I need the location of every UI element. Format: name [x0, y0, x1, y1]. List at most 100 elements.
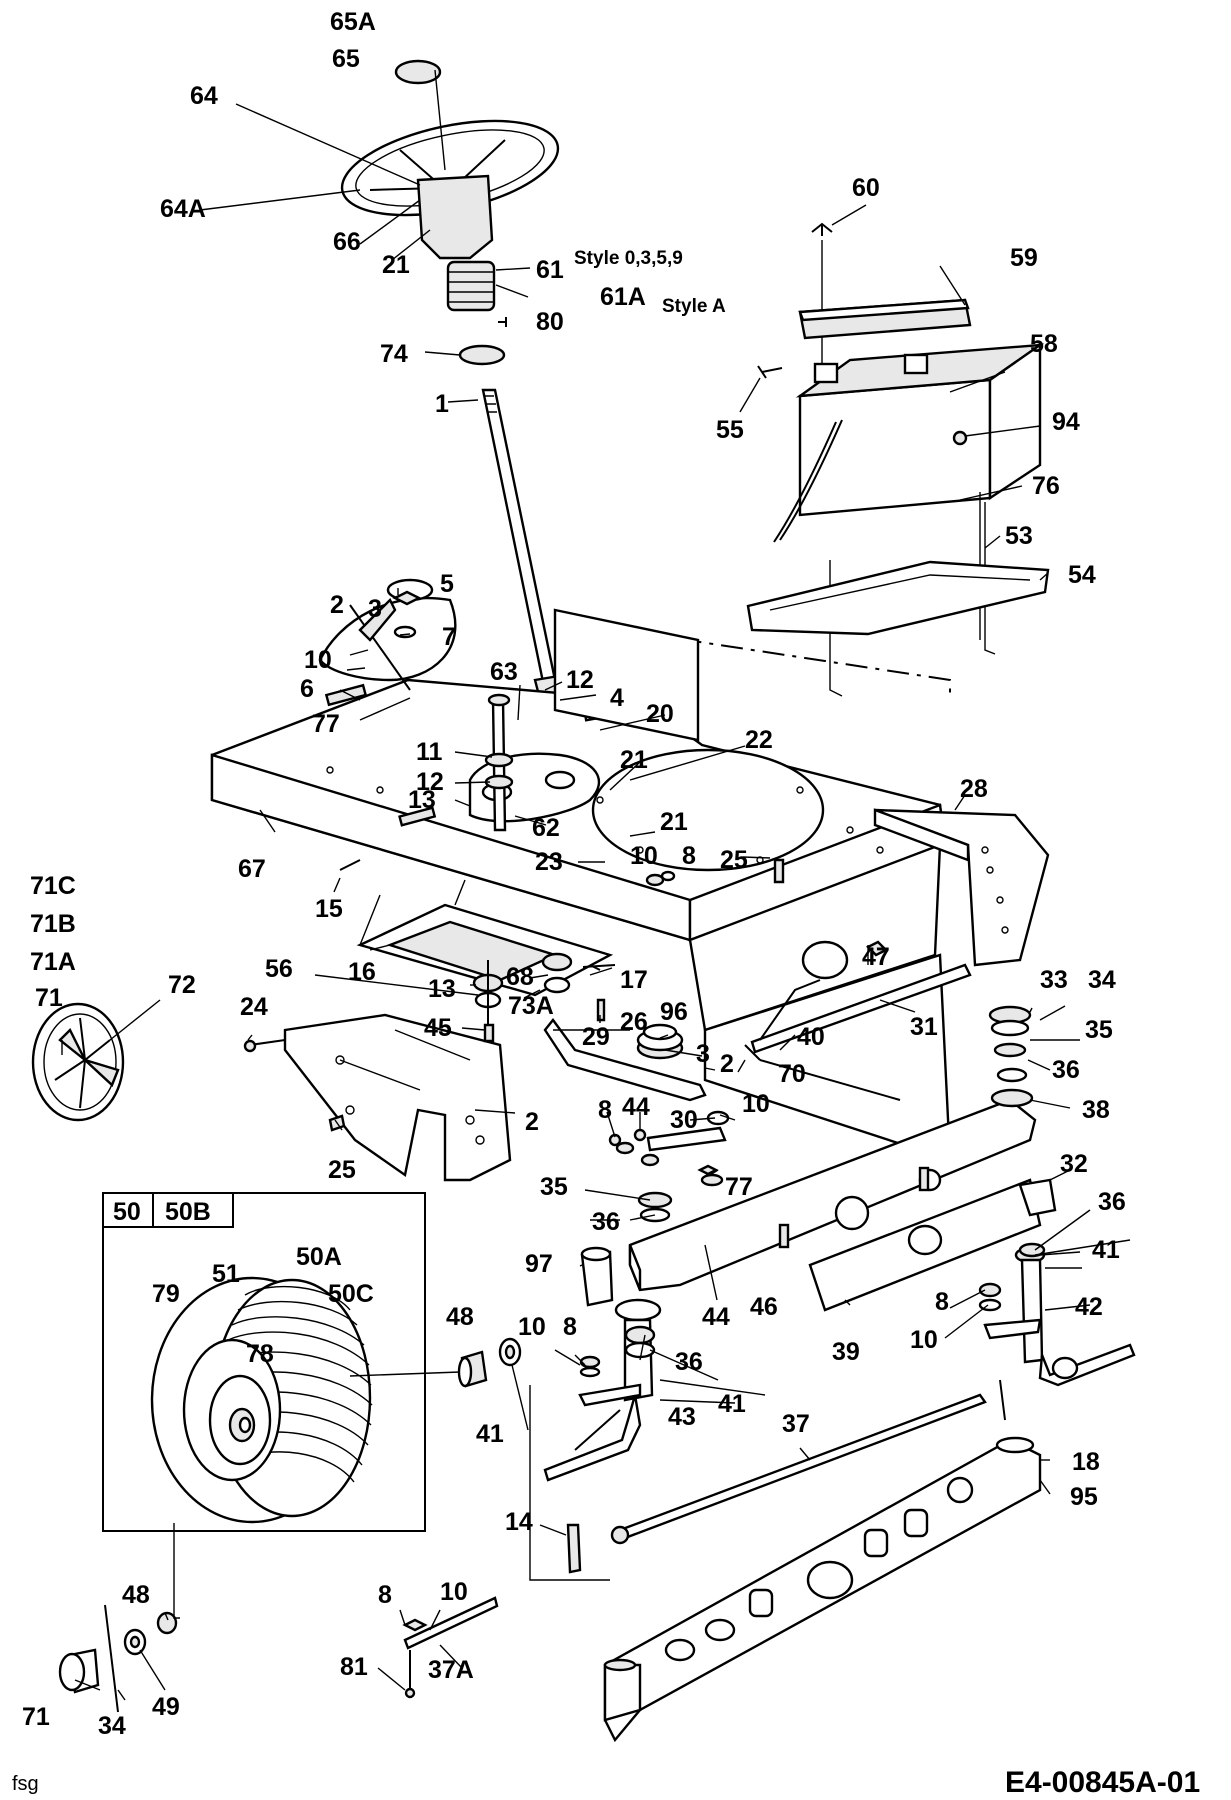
callout-13-upper: 13	[408, 786, 436, 814]
callout-76: 76	[1032, 472, 1060, 500]
right-spindle	[978, 1246, 1136, 1387]
callout-71-hubcap: 71	[35, 984, 63, 1012]
battery-assembly	[554, 222, 1050, 700]
callout-71B: 71B	[30, 910, 76, 938]
steering-wheel-assembly	[340, 59, 574, 732]
callout-44-lower: 44	[702, 1303, 730, 1331]
callout-34-upper: 34	[1088, 966, 1116, 994]
bracket-28	[873, 808, 1050, 967]
callout-3-upper: 3	[368, 595, 382, 623]
callout-25-lower: 25	[328, 1156, 356, 1184]
tie-rod-end-detail	[402, 1596, 499, 1699]
callout-30: 30	[670, 1106, 698, 1134]
callout-18: 18	[1072, 1448, 1100, 1476]
frame-lower-body	[703, 953, 972, 1162]
callout-35-upper: 35	[1085, 1016, 1113, 1044]
steering-sector-plate	[318, 578, 457, 691]
steering-adapter	[446, 260, 496, 312]
style-note-2: Style A	[662, 296, 726, 317]
callout-28: 28	[960, 775, 988, 803]
callout-61A: 61A	[600, 283, 646, 311]
callout-36-upper: 36	[1052, 1056, 1080, 1084]
callout-31: 31	[910, 1013, 938, 1041]
callout-55: 55	[716, 416, 744, 444]
callout-66: 66	[333, 228, 361, 256]
callout-59: 59	[1010, 244, 1038, 272]
callout-25-frame: 25	[720, 846, 748, 874]
callout-7: 7	[442, 623, 456, 651]
callout-71-lower: 71	[22, 1703, 50, 1731]
callout-35-lower: 35	[540, 1173, 568, 1201]
callout-73A: 73A	[508, 992, 554, 1020]
callout-4: 4	[610, 684, 624, 712]
callout-41-spindle: 41	[718, 1390, 746, 1418]
callout-78: 78	[246, 1340, 274, 1368]
callout-43: 43	[668, 1403, 696, 1431]
frame-bracket-plate	[356, 879, 614, 997]
callout-38: 38	[1082, 1096, 1110, 1124]
callout-13-lower: 13	[428, 975, 456, 1003]
callout-50C: 50C	[328, 1280, 374, 1308]
callout-41-wheel: 41	[476, 1420, 504, 1448]
callout-23: 23	[535, 848, 563, 876]
callout-8-right: 8	[935, 1288, 949, 1316]
callout-45: 45	[424, 1014, 452, 1042]
callout-10-spindle: 10	[518, 1313, 546, 1341]
callout-12-lower: 12	[416, 768, 444, 796]
steering-hub	[416, 174, 494, 260]
callout-37: 37	[782, 1410, 810, 1438]
callout-15: 15	[315, 895, 343, 923]
callout-95: 95	[1070, 1483, 1098, 1511]
callout-47: 47	[862, 943, 890, 971]
callout-48-upper: 48	[446, 1303, 474, 1331]
callout-32: 32	[1060, 1150, 1088, 1178]
callout-96: 96	[660, 998, 688, 1026]
callout-61: 61	[536, 256, 564, 284]
callout-58: 58	[1030, 330, 1058, 358]
callout-60: 60	[852, 174, 880, 202]
callout-8-mid: 8	[598, 1096, 612, 1124]
callout-79: 79	[152, 1280, 180, 1308]
callout-26: 26	[620, 1008, 648, 1036]
callout-12-upper: 12	[566, 666, 594, 694]
pivot-bracket	[243, 1013, 512, 1182]
tie-rod	[610, 1379, 1006, 1545]
callout-10-frame: 10	[630, 842, 658, 870]
wheel-detail-box	[102, 1192, 426, 1532]
callout-36-mid: 36	[592, 1208, 620, 1236]
callout-10-mid: 10	[742, 1090, 770, 1118]
front-axle-casting	[603, 1436, 1042, 1743]
hardware-misc	[339, 858, 1046, 1378]
callout-16: 16	[348, 958, 376, 986]
callout-33: 33	[1040, 966, 1068, 994]
callout-22: 22	[745, 726, 773, 754]
callout-2-mid: 2	[720, 1050, 734, 1078]
callout-44-upper: 44	[622, 1093, 650, 1121]
steering-linkage	[543, 1018, 730, 1187]
style-note-1: Style 0,3,5,9	[574, 248, 683, 269]
callout-51: 51	[212, 1260, 240, 1288]
callout-63: 63	[490, 658, 518, 686]
callout-70: 70	[778, 1060, 806, 1088]
callout-24: 24	[240, 993, 268, 1021]
callout-74: 74	[380, 340, 408, 368]
callout-34-lower: 34	[98, 1712, 126, 1740]
battery-tray	[746, 560, 1050, 636]
hub-cap	[31, 1002, 125, 1122]
footer-signature: fsg	[12, 1773, 39, 1795]
callout-labels: 65A 65 64 64A 66 21 61 Style 0,3,5,9 61A…	[22, 8, 1126, 1740]
callout-42: 42	[1075, 1293, 1103, 1321]
callout-71A: 71A	[30, 948, 76, 976]
callout-80: 80	[536, 308, 564, 336]
callout-65: 65	[332, 45, 360, 73]
callout-65A: 65A	[330, 8, 376, 36]
callout-77-upper: 77	[312, 710, 340, 738]
callout-64: 64	[190, 82, 218, 110]
callout-1: 1	[435, 390, 449, 418]
spindle-bushings	[472, 952, 601, 1040]
callout-62: 62	[532, 814, 560, 842]
main-frame	[210, 608, 947, 1032]
callout-10-upper: 10	[304, 646, 332, 674]
callout-10-lower: 10	[440, 1578, 468, 1606]
